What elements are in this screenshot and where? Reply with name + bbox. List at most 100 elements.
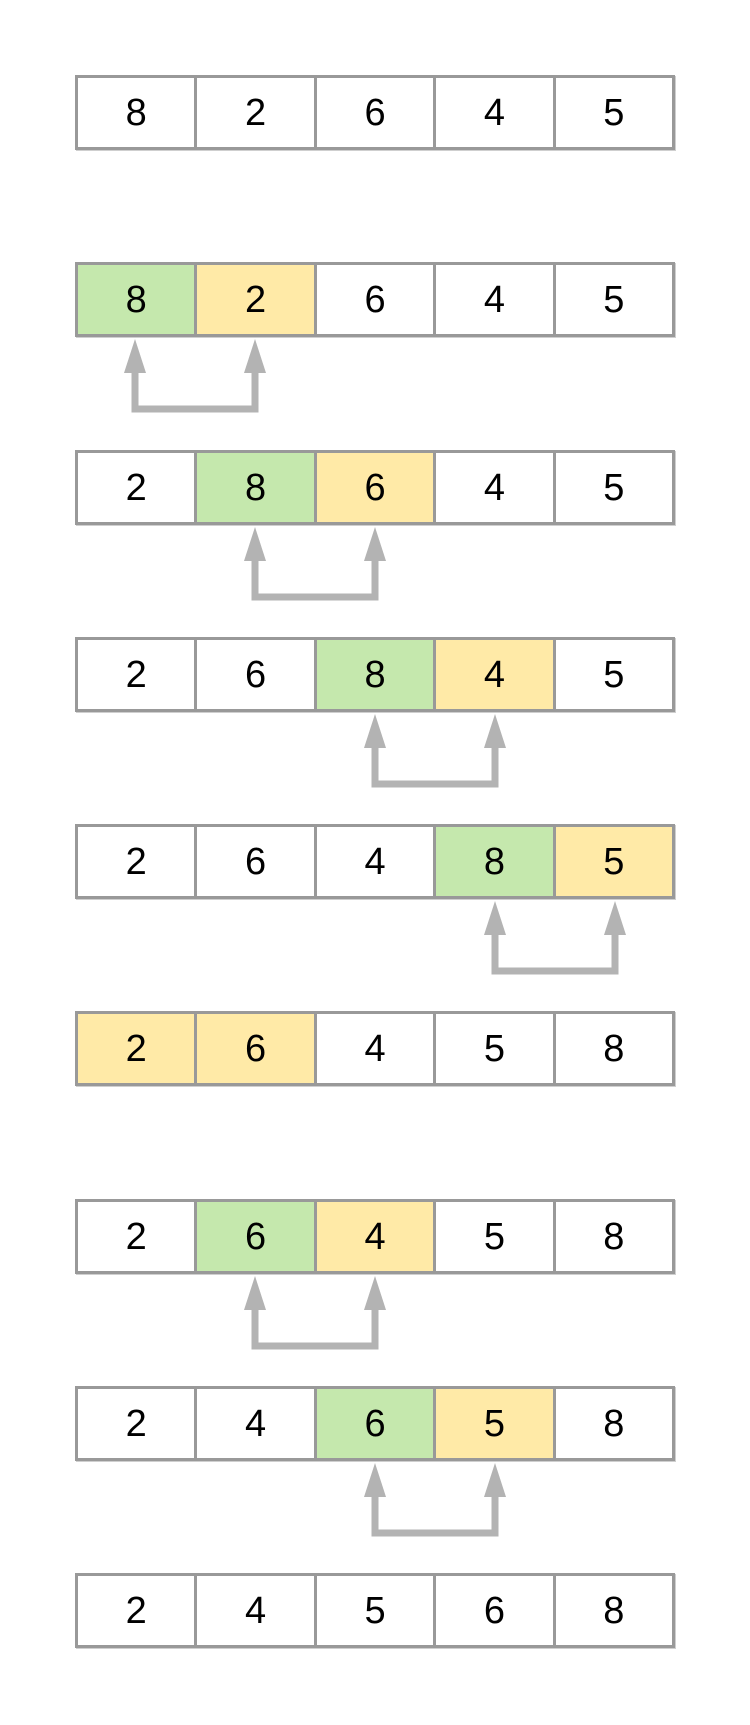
array-cell: 5 [552,453,673,522]
array-cell: 5 [433,1014,553,1083]
cell-value: 5 [603,466,625,509]
arrowhead-up-icon [364,1276,386,1310]
sort-step-8: 2 4 6 5 8 [75,1386,675,1537]
array-cell: 2 [194,265,314,334]
arrowhead-up-icon [364,1463,386,1497]
cell-value: 2 [125,1589,147,1632]
array-cell: 4 [194,1389,314,1458]
cell-value: 6 [245,840,267,883]
arrowhead-up-icon [244,339,266,373]
array-cell: 5 [433,1202,553,1271]
cell-value: 4 [483,653,505,696]
array-cell: 8 [552,1576,673,1645]
array-cell: 8 [552,1389,673,1458]
array-cell: 8 [433,827,553,896]
sort-step-5: 2 6 4 8 5 [75,824,675,975]
swap-arrow [244,527,386,601]
array-cell: 6 [433,1576,553,1645]
array-row: 2 8 6 4 5 [75,450,675,525]
array-cell: 8 [552,1202,673,1271]
array-cell: 4 [194,1576,314,1645]
array-row: 2 6 4 5 8 [75,1011,675,1086]
array-cell: 6 [194,1014,314,1083]
array-row: 2 4 6 5 8 [75,1386,675,1461]
cell-value: 2 [125,1027,147,1070]
array-cell: 2 [78,1576,195,1645]
array-cell: 4 [313,827,434,896]
cell-value: 2 [245,91,267,134]
arrowhead-up-icon [604,901,626,935]
cell-value: 8 [125,278,147,321]
cell-value: 5 [483,1402,505,1445]
cell-value: 2 [125,1402,147,1445]
sort-step-2: 8 2 6 4 5 [75,262,675,413]
array-cell: 8 [194,453,314,522]
cell-value: 8 [603,1215,625,1258]
arrowhead-up-icon [484,901,506,935]
array-cell: 5 [552,640,673,709]
array-cell: 6 [313,265,434,334]
array-cell: 2 [78,640,195,709]
array-cell: 6 [313,78,434,147]
array-cell: 5 [313,1576,434,1645]
array-cell: 8 [552,1014,673,1083]
array-cell: 4 [313,1014,434,1083]
cell-value: 4 [364,1027,386,1070]
array-cell: 2 [78,1014,195,1083]
cell-value: 4 [483,278,505,321]
array-cell: 4 [313,1202,434,1271]
cell-value: 2 [125,840,147,883]
cell-value: 2 [245,278,267,321]
array-cell: 6 [194,827,314,896]
array-cell: 4 [433,265,553,334]
array-cell: 2 [78,1389,195,1458]
cell-value: 5 [364,1589,386,1632]
arrowhead-up-icon [244,1276,266,1310]
array-cell: 2 [194,78,314,147]
cell-value: 8 [125,91,147,134]
cell-value: 4 [245,1402,267,1445]
cell-value: 5 [603,91,625,134]
array-cell: 4 [433,453,553,522]
cell-value: 6 [245,653,267,696]
arrowhead-up-icon [484,714,506,748]
swap-arrow [364,714,506,788]
cell-value: 8 [483,840,505,883]
swap-arrow [364,1463,506,1537]
array-cell: 5 [433,1389,553,1458]
array-cell: 8 [78,78,195,147]
array-row: 8 2 6 4 5 [75,262,675,337]
array-cell: 2 [78,1202,195,1271]
arrowhead-up-icon [124,339,146,373]
cell-value: 4 [483,466,505,509]
cell-value: 8 [245,466,267,509]
cell-value: 5 [603,653,625,696]
arrowhead-up-icon [364,714,386,748]
cell-value: 2 [125,466,147,509]
cell-value: 6 [245,1027,267,1070]
cell-value: 5 [483,1027,505,1070]
array-cell: 6 [194,1202,314,1271]
sort-step-3: 2 8 6 4 5 [75,450,675,601]
swap-arrow [124,339,266,413]
cell-value: 6 [245,1215,267,1258]
arrowhead-up-icon [364,527,386,561]
swap-arrow [244,1276,386,1350]
cell-value: 5 [603,278,625,321]
array-cell: 2 [78,827,195,896]
cell-value: 8 [603,1027,625,1070]
cell-value: 6 [364,278,386,321]
cell-value: 4 [364,840,386,883]
cell-value: 2 [125,653,147,696]
array-cell: 5 [552,827,673,896]
cell-value: 6 [364,466,386,509]
cell-value: 6 [483,1589,505,1632]
array-cell: 6 [313,1389,434,1458]
array-cell: 4 [433,78,553,147]
cell-value: 8 [603,1402,625,1445]
